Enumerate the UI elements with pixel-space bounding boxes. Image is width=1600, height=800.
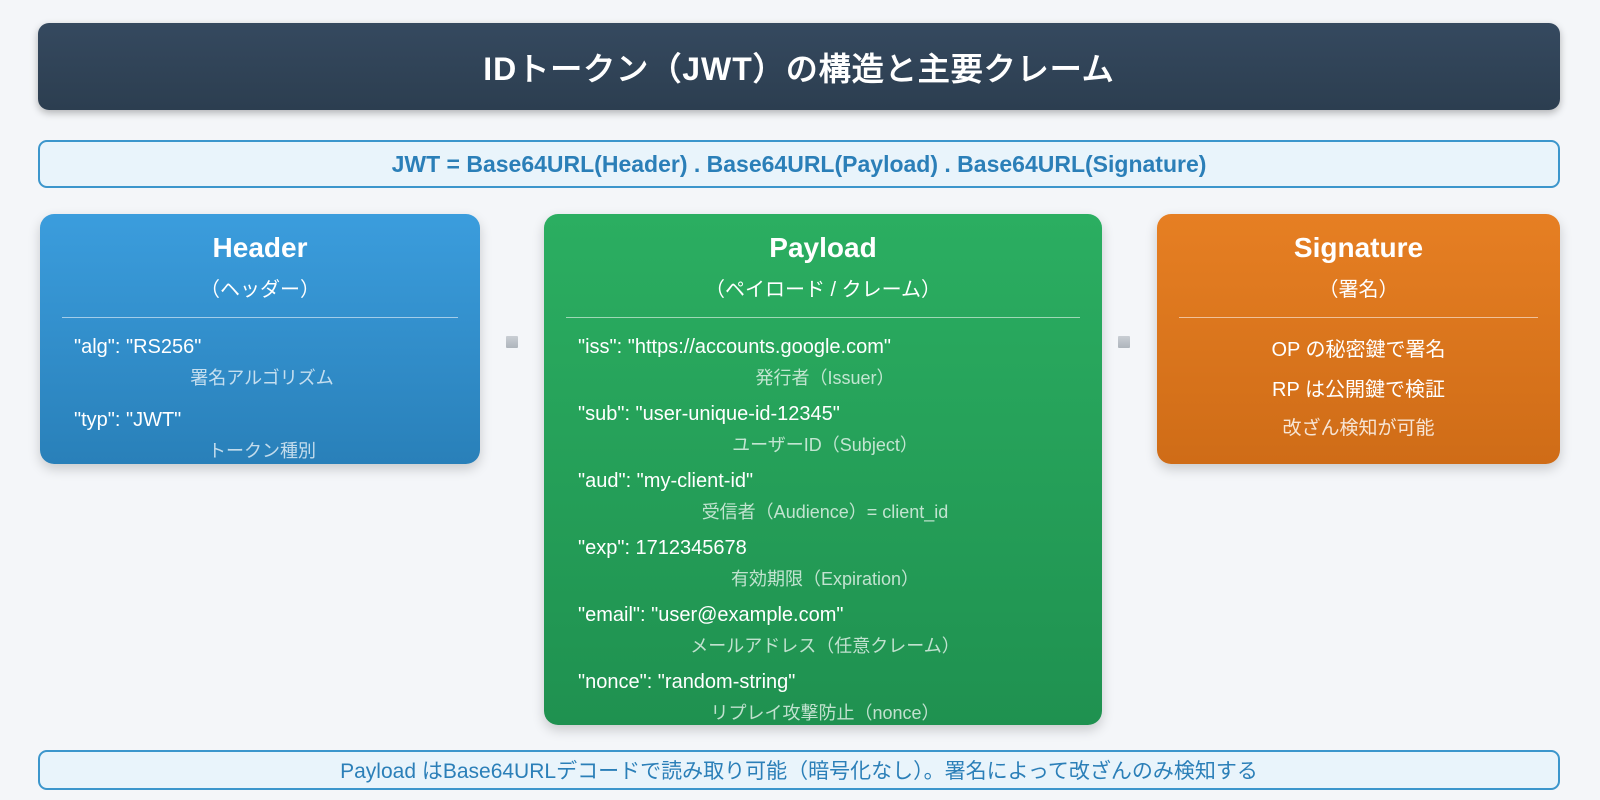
header-card-claims: "alg": "RS256" 署名アルゴリズム "typ": "JWT" トーク… — [40, 318, 480, 462]
claim-key: "alg": "RS256" — [74, 336, 202, 358]
claim-desc: リプレイ攻撃防止（nonce） — [710, 703, 940, 723]
claim-key: "typ": "JWT" — [74, 409, 182, 431]
jwt-separator-dot-icon — [506, 336, 518, 348]
payload-card-subtitle: （ペイロード / クレーム） — [704, 279, 942, 301]
signature-card-body: OP の秘密鍵で署名 RP は公開鍵で検証 改ざん検知が可能 — [1157, 318, 1560, 441]
diagram-title-bar: IDトークン（JWT）の構造と主要クレーム — [38, 23, 1560, 110]
signature-note: 改ざん検知が可能 — [1282, 418, 1435, 439]
payload-card-title: Payload — [769, 232, 877, 263]
signature-card-divider — [1179, 317, 1538, 318]
header-card-subtitle: （ヘッダー） — [200, 279, 320, 301]
header-card: Header （ヘッダー） "alg": "RS256" 署名アルゴリズム "t… — [40, 214, 480, 464]
claim-key: "exp": 1712345678 — [578, 537, 747, 559]
claim-desc: 受信者（Audience）= client_id — [701, 502, 949, 522]
payload-card: Payload （ペイロード / クレーム） "iss": "https://a… — [544, 214, 1102, 725]
claim-desc: ユーザーID（Subject） — [732, 435, 918, 455]
signature-card: Signature （署名） OP の秘密鍵で署名 RP は公開鍵で検証 改ざん… — [1157, 214, 1560, 464]
header-card-title: Header — [212, 232, 308, 263]
jwt-formula-bar: JWT = Base64URL(Header) . Base64URL(Payl… — [38, 140, 1560, 188]
claim-key: "aud": "my-client-id" — [578, 470, 754, 492]
signature-card-title: Signature — [1293, 232, 1424, 263]
claim-desc: メールアドレス（任意クレーム） — [690, 636, 960, 656]
payload-card-claims: "iss": "https://accounts.google.com" 発行者… — [544, 318, 1102, 724]
claim-key: "nonce": "random-string" — [578, 671, 796, 693]
jwt-formula-text: JWT = Base64URL(Header) . Base64URL(Payl… — [391, 150, 1207, 177]
jwt-separator-dot-icon — [1118, 336, 1130, 348]
claim-key: "email": "user@example.com" — [578, 604, 844, 626]
signature-line: RP は公開鍵で検証 — [1272, 379, 1445, 401]
payload-card-divider — [566, 317, 1080, 318]
claim-desc: トークン種別 — [208, 441, 316, 461]
claim-desc: 有効期限（Expiration） — [730, 569, 920, 589]
footer-note-text: Payload はBase64URLデコードで読み取り可能（暗号化なし）。署名に… — [340, 760, 1258, 783]
claim-desc: 発行者（Issuer） — [755, 368, 895, 388]
footer-note-bar: Payload はBase64URLデコードで読み取り可能（暗号化なし）。署名に… — [38, 750, 1560, 790]
claim-key: "sub": "user-unique-id-12345" — [578, 403, 840, 425]
signature-line: OP の秘密鍵で署名 — [1271, 339, 1446, 361]
diagram-title: IDトークン（JWT）の構造と主要クレーム — [483, 50, 1115, 87]
signature-card-subtitle: （署名） — [1318, 279, 1399, 301]
claim-desc: 署名アルゴリズム — [190, 368, 334, 388]
header-card-divider — [62, 317, 458, 318]
claim-key: "iss": "https://accounts.google.com" — [578, 336, 891, 358]
